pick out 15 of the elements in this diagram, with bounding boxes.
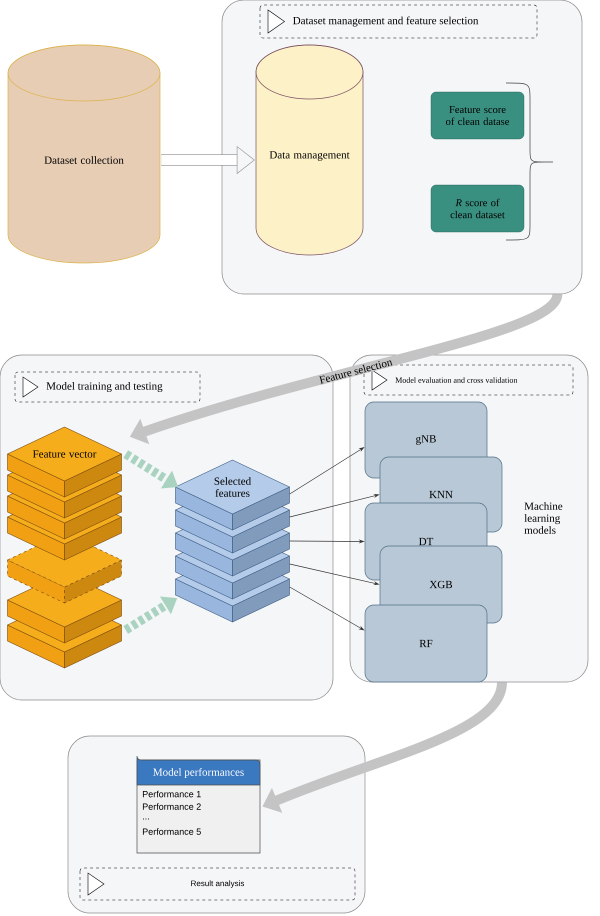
layer-stack: Selected features bbox=[175, 460, 290, 622]
section-title: Model training and testing bbox=[14, 372, 200, 402]
database-cylinder: Data management bbox=[256, 44, 364, 256]
section-title: Result analysis bbox=[80, 868, 356, 900]
panel-label: Machine learning models bbox=[524, 502, 562, 534]
edge-label: Feature selection bbox=[317, 356, 394, 386]
feature-box: Feature score of clean datase bbox=[430, 92, 524, 140]
section-title: Dataset management and feature selection bbox=[260, 4, 538, 38]
node-label: Feature vector bbox=[32, 450, 96, 458]
node-label: Selected features bbox=[214, 477, 252, 497]
results-card: Model performances Performance 1 Performance 2 ... Performance 5 bbox=[136, 756, 260, 854]
database-cylinder: Dataset collection bbox=[8, 44, 160, 264]
model-box: RF bbox=[364, 604, 488, 682]
feature-box: R score of clean dataset bbox=[430, 184, 524, 232]
layer-stack: Feature vector bbox=[7, 426, 122, 668]
